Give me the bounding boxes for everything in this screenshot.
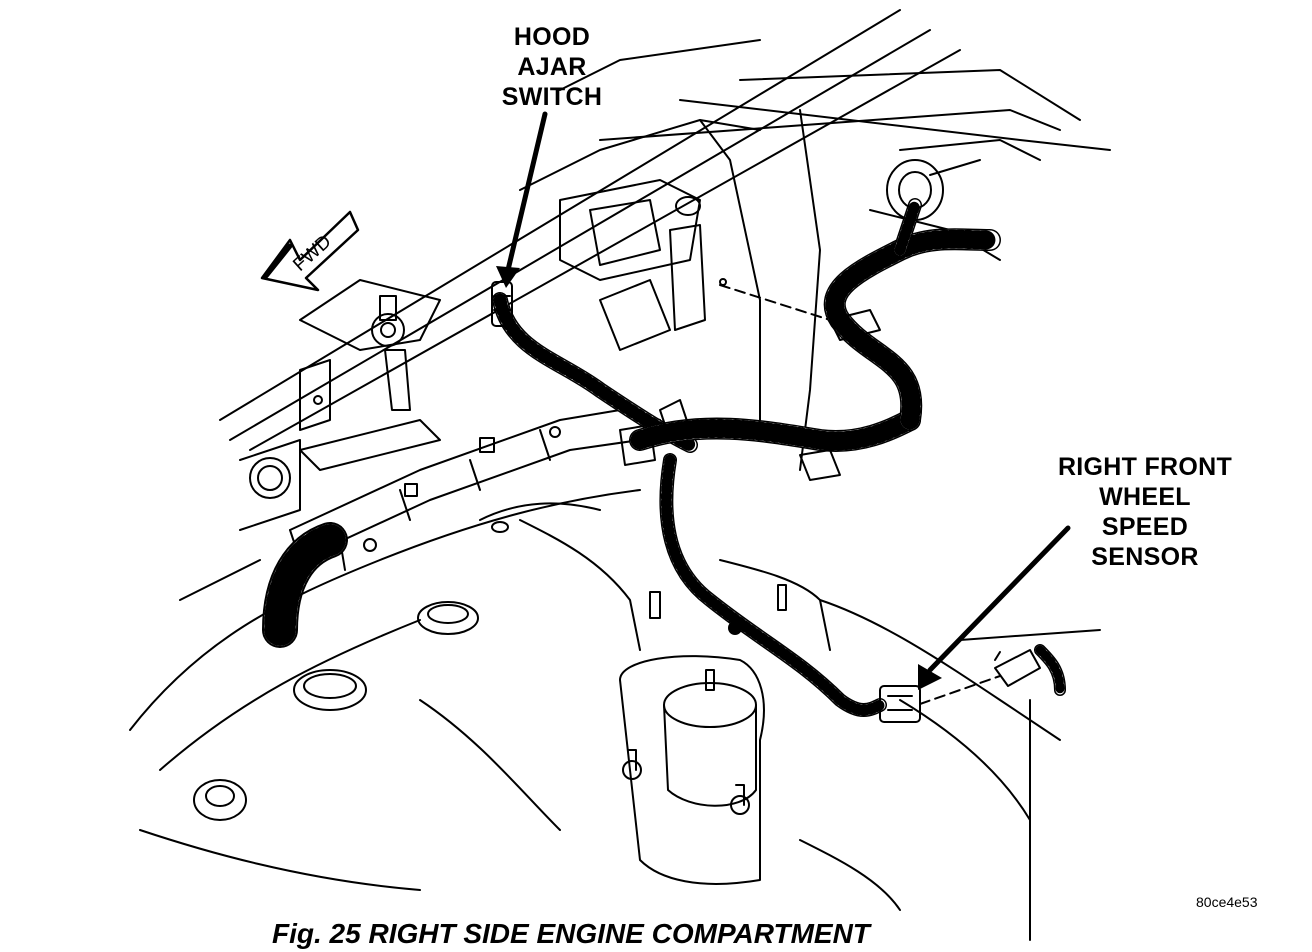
shock-tower-mount	[619, 559, 831, 885]
strut-tower-panel	[559, 109, 1001, 471]
leader-arrows	[496, 111, 1071, 690]
figure-caption: Fig. 25 RIGHT SIDE ENGINE COMPARTMENT	[272, 918, 870, 949]
wheel-label-line-3: SPEED	[1101, 513, 1189, 541]
engine-bay-floor	[129, 489, 661, 891]
hood-label-line-1: HOOD	[513, 23, 591, 51]
wheel-label-line-4: SENSOR	[1091, 543, 1199, 571]
wheel-speed-sensor-label: RIGHT FRONT WHEEL SPEED SENSOR	[1040, 452, 1250, 572]
wheel-label-line-1: RIGHT FRONT	[1057, 453, 1233, 481]
hood-ajar-switch	[491, 281, 513, 327]
hood-switch-leader-arrow	[505, 111, 548, 273]
wheel-speed-sensor-connector	[879, 649, 1041, 723]
wheel-label-line-2: WHEEL	[1099, 483, 1191, 511]
figure-code: 80ce4e53	[1196, 894, 1258, 910]
hood-label-line-2: AJAR	[517, 53, 587, 81]
fender-lower-right	[799, 599, 1101, 941]
wheel-sensor-leader-arrow	[927, 525, 1071, 673]
harness-clips	[619, 309, 881, 635]
grommet	[886, 159, 981, 221]
hood-ajar-switch-label: HOOD AJAR SWITCH	[490, 22, 614, 112]
fender-body-lines	[219, 9, 1111, 451]
hood-label-line-3: SWITCH	[501, 83, 603, 111]
fwd-direction-arrow: FWD	[260, 210, 360, 292]
fender-apron-left	[239, 439, 301, 531]
wiring-harness	[262, 198, 1066, 717]
hood-hinge-bracket	[299, 279, 441, 471]
